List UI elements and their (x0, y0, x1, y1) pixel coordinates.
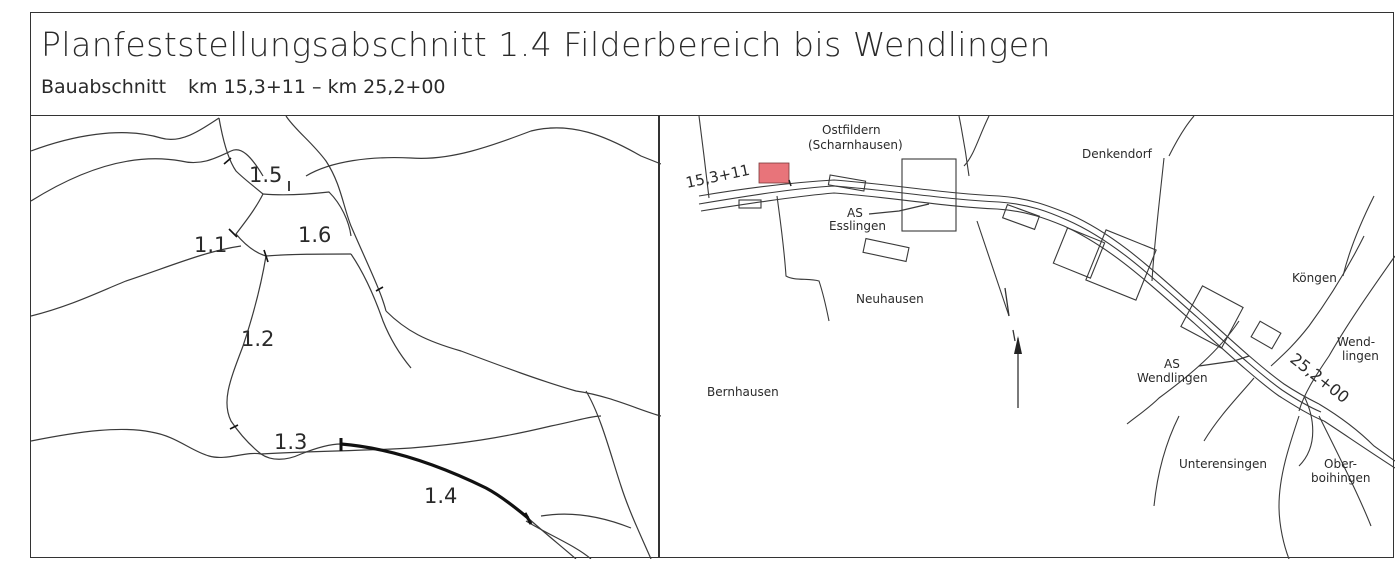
dashed-line (1004, 287, 1016, 342)
place-unterensingen: Unterensingen (1179, 457, 1267, 471)
boundary-line (31, 149, 264, 202)
overview-map-drawing: 1.5 1.6 1.1 1.2 1.3 1.4 (31, 116, 661, 559)
rail-line (265, 253, 352, 257)
boundary-line (585, 390, 652, 559)
start-km-label: 15,3+11 (684, 161, 751, 192)
boundary-line (525, 520, 592, 559)
section-label-1-4: 1.4 (424, 484, 457, 508)
place-wend: Wend- (1337, 335, 1375, 349)
subtitle-label: Bauabschnitt (41, 76, 167, 98)
boundary-line (285, 116, 387, 312)
place-wendlingen: Wendlingen (1137, 371, 1208, 385)
rail-line (218, 117, 264, 195)
place-ostfildern: Ostfildern (822, 123, 881, 137)
boundary-line (260, 415, 602, 455)
boundary-line (385, 310, 661, 417)
subtitle-km-range: km 15,3+11 – km 25,2+00 (188, 76, 446, 98)
boundary-line (305, 127, 661, 177)
section-1-4-highlight (340, 442, 530, 520)
start-km-marker (758, 162, 790, 184)
place-bernhausen: Bernhausen (707, 385, 779, 399)
section-label-1-3: 1.3 (274, 430, 307, 454)
place-as-esslingen: AS (847, 206, 863, 220)
place-koengen: Köngen (1292, 271, 1337, 285)
title-block: Planfeststellungsabschnitt 1.4 Filderber… (30, 12, 1394, 116)
overview-map: 1.5 1.6 1.1 1.2 1.3 1.4 (30, 115, 661, 559)
leader-line (1198, 355, 1250, 367)
north-arrow-icon (1014, 336, 1022, 408)
leader-line (868, 203, 930, 215)
rail-corridor (698, 179, 1395, 469)
section-label-1-5: 1.5 (249, 163, 282, 187)
rail-line (350, 253, 412, 369)
place-scharnhausen: (Scharnhausen) (808, 138, 903, 152)
detail-map-drawing: 15,3+11 25,2+00 Ostfildern (Scharnhausen… (684, 116, 1395, 559)
boundary-line (31, 245, 242, 317)
rail-line (260, 443, 342, 460)
boundary-line (540, 513, 632, 529)
section-label-1-1: 1.1 (194, 233, 227, 257)
rail-line (527, 517, 577, 559)
section-label-1-2: 1.2 (241, 327, 274, 351)
place-denkendorf: Denkendorf (1082, 147, 1153, 161)
start-tick (788, 179, 792, 187)
rail-line (235, 193, 267, 257)
plan-title: Planfeststellungsabschnitt 1.4 Filderber… (41, 25, 1051, 64)
section-ticks (223, 157, 533, 525)
structure-boxes (738, 158, 1282, 350)
place-as-wendlingen: AS (1164, 357, 1180, 371)
place-lingen: lingen (1342, 349, 1379, 363)
section-label-1-6: 1.6 (298, 223, 331, 247)
boundary-lines (698, 116, 1395, 559)
rail-line (262, 191, 352, 237)
plan-subtitle: Bauabschnitt km 15,3+11 – km 25,2+00 (41, 76, 446, 98)
rail-line (226, 255, 267, 455)
boundary-line (31, 428, 262, 458)
place-esslingen: Esslingen (829, 219, 886, 233)
detail-map: 15,3+11 25,2+00 Ostfildern (Scharnhausen… (658, 115, 1395, 559)
place-neuhausen: Neuhausen (856, 292, 924, 306)
boundary-line (31, 117, 220, 152)
place-ober: Ober- (1324, 457, 1357, 471)
place-boihingen: boihingen (1311, 471, 1370, 485)
